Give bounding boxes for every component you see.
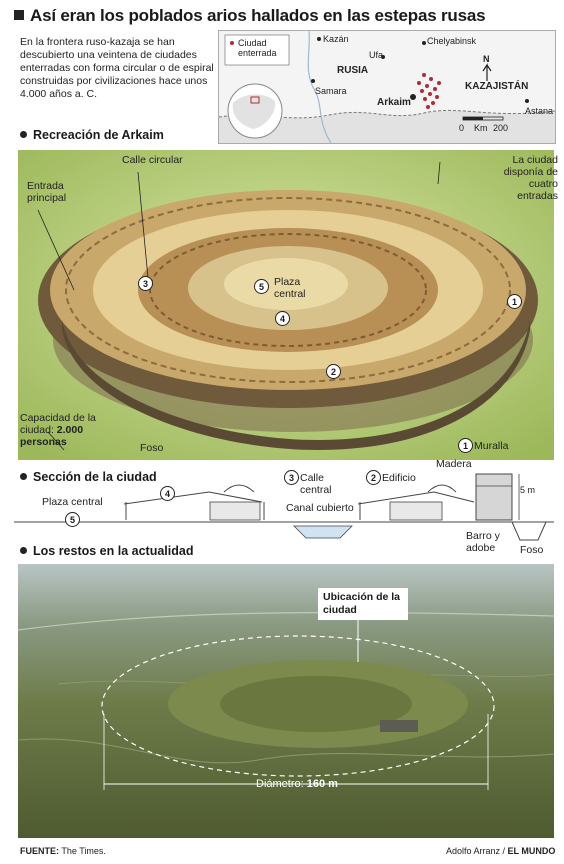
city-outline [101, 635, 495, 777]
section-label-foso: Foso [520, 544, 544, 556]
map-legend-label: Ciudad enterrada [238, 38, 277, 58]
map-chelyabinsk: Chelyabinsk [427, 36, 477, 46]
marker-3: 3 [138, 276, 153, 291]
section-heading-text: Sección de la ciudad [33, 470, 157, 484]
map-rusia: RUSIA [337, 65, 369, 76]
diameter-label: Diámetro: 160 m [256, 778, 338, 790]
map-samara: Samara [315, 86, 347, 96]
label-cuatro-entradas: La ciudad disponía de cuatro entradas [503, 154, 558, 202]
map-north-label: N [483, 54, 490, 64]
section-label-calle: Calle central [300, 472, 332, 496]
building-2 [357, 491, 475, 520]
map-kazajistan: KAZAJISTÁN [465, 81, 529, 92]
section-marker-2: 2 [366, 470, 381, 485]
aerial-photo [18, 564, 554, 838]
capacidad-text: Capacidad de la ciudad: [20, 412, 96, 436]
diameter-value: 160 m [306, 778, 338, 790]
map-kazan: Kazán [323, 34, 349, 44]
ditch-section [511, 521, 547, 541]
source-text: The Times. [61, 846, 106, 856]
map-graphic [219, 31, 555, 143]
intro-text: En la frontera ruso-kazaja se han descub… [20, 36, 214, 100]
map-astana: Astana [525, 106, 554, 116]
location-map: Ciudad enterrada Kazán Chelyabinsk Ufa R… [218, 30, 556, 144]
label-entrada-principal: Entrada principal [27, 180, 67, 204]
source-credit: FUENTE: The Times. [20, 846, 106, 856]
section-label-edificio: Edificio [382, 472, 416, 484]
outer-houses [65, 197, 511, 383]
section-marker-4: 4 [160, 486, 175, 501]
marker-2: 2 [326, 364, 341, 379]
ruins-inner [220, 676, 412, 732]
remains-heading: Los restos en la actualidad [20, 544, 193, 558]
arkaim-recreation-illustration [18, 150, 554, 460]
marker-4: 4 [275, 311, 290, 326]
shelter-building [380, 720, 418, 732]
scale-bar-fill [463, 117, 483, 120]
building-4 [123, 491, 265, 520]
map-scale-max: 200 [493, 123, 509, 133]
buried-city-dots [417, 73, 441, 109]
source-label: FUENTE: [20, 846, 59, 856]
heading-bullet [20, 547, 27, 554]
newspaper-name: EL MUNDO [507, 846, 556, 856]
recreation-heading: Recreación de Arkaim [20, 128, 164, 142]
section-marker-5: 5 [65, 512, 80, 527]
label-foso: Foso [140, 442, 164, 454]
remains-heading-text: Los restos en la actualidad [33, 544, 194, 558]
section-label-madera: Madera [436, 458, 472, 470]
globe-land [232, 94, 276, 129]
globe-locator [250, 96, 260, 104]
map-scale-unit: Km [474, 123, 488, 133]
city-section-diagram [14, 473, 554, 541]
section-label-barro: Barro y adobe [466, 530, 500, 554]
map-ufa: Ufa [369, 50, 384, 60]
legend-dot [230, 41, 234, 45]
section-heading: Sección de la ciudad [20, 470, 157, 484]
section-marker-3: 3 [284, 470, 299, 485]
label-capacidad: Capacidad de la ciudad: 2.000 personas [20, 412, 116, 448]
river-line [307, 31, 332, 143]
north-arrow-icon [482, 63, 492, 81]
capacidad-value: 2.000 personas [20, 424, 84, 448]
heading-bullet [20, 473, 27, 480]
map-arkaim: Arkaim [377, 97, 411, 108]
section-label-canal: Canal cubierto [286, 502, 354, 514]
central-plaza [224, 258, 348, 310]
heading-bullet [20, 131, 27, 138]
label-plaza-central: Plaza central [274, 276, 306, 300]
marker-5: 5 [254, 279, 269, 294]
diameter-text: Diámetro: [256, 778, 307, 790]
location-callout: Ubicación de la ciudad [318, 588, 408, 620]
author-name: Adolfo Arranz / [446, 846, 508, 856]
city-dots [311, 37, 529, 103]
page-title: Así eran los poblados arios hallados en … [14, 6, 486, 26]
title-text: Así eran los poblados arios hallados en … [30, 6, 486, 25]
section-label-muralla: Muralla [474, 440, 509, 452]
section-label-plaza: Plaza central [42, 496, 103, 508]
covered-canal [293, 525, 353, 539]
inner-houses [149, 233, 427, 347]
legend-box [224, 34, 290, 66]
section-label-height: 5 m [520, 485, 536, 495]
recreation-heading-text: Recreación de Arkaim [33, 128, 164, 142]
section-marker-1: 1 [458, 438, 473, 453]
author-credit: Adolfo Arranz / EL MUNDO [446, 846, 555, 856]
wall-section [475, 473, 513, 521]
map-scale-zero: 0 [459, 123, 465, 133]
label-calle-circular: Calle circular [122, 154, 183, 166]
marker-1: 1 [507, 294, 522, 309]
title-bullet [14, 10, 24, 20]
arkaim-dot [410, 94, 416, 100]
